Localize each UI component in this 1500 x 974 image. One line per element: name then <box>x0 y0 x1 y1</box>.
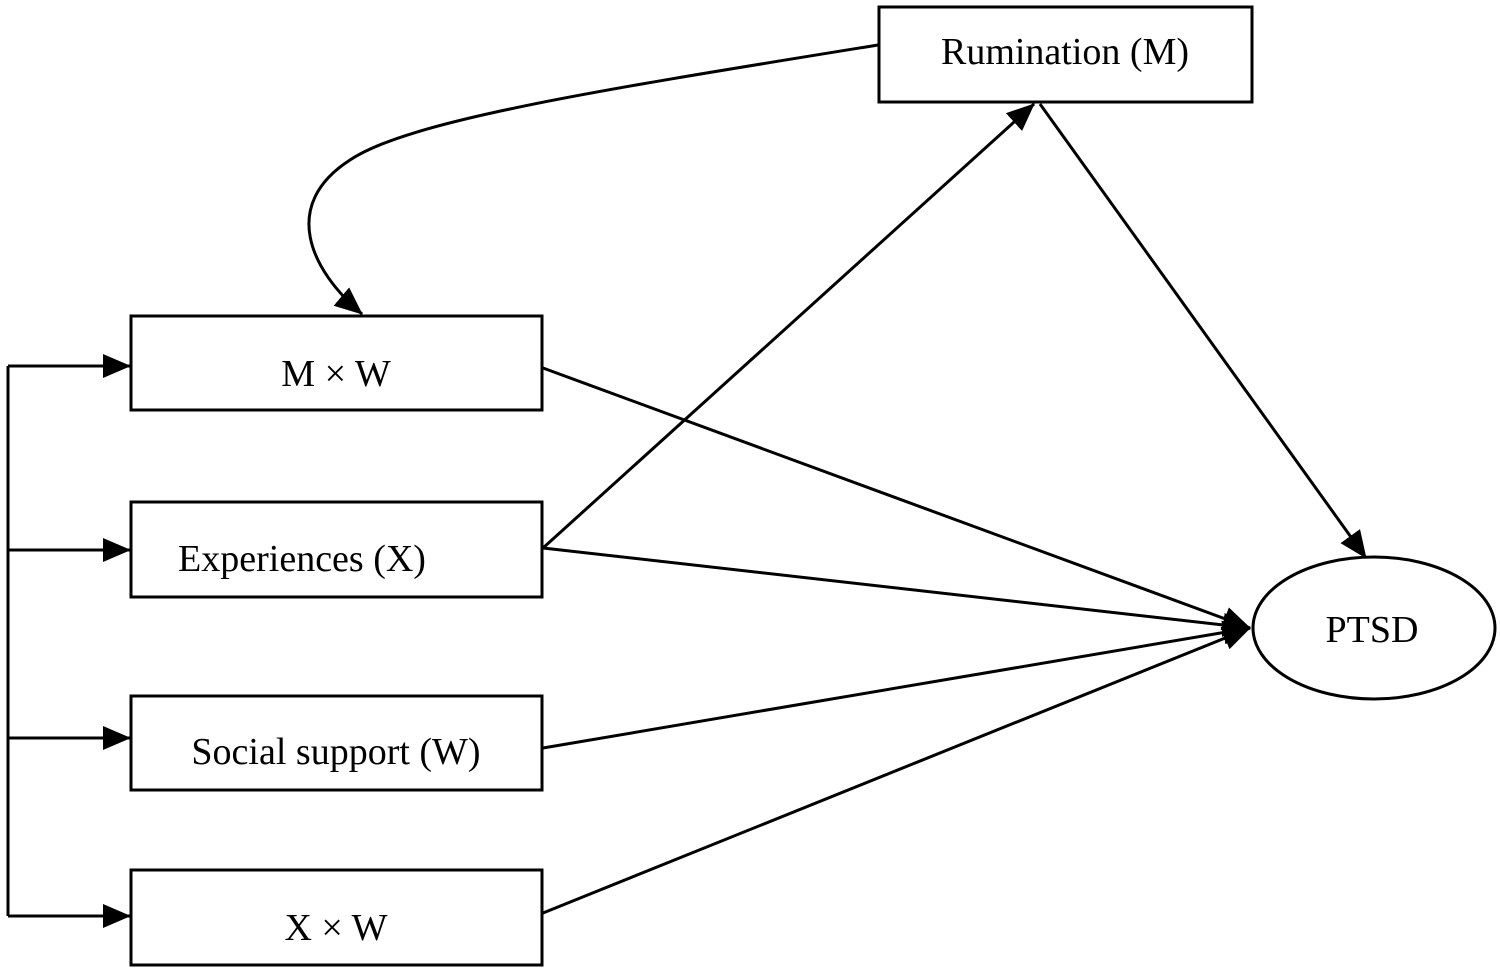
edge-xw-to-ptsd <box>542 626 1251 915</box>
edge-mw-to-ptsd <box>542 366 1251 630</box>
node-rumination: Rumination (M) <box>877 5 1254 104</box>
node-social-support: Social support (W) <box>129 694 544 792</box>
node-ptsd-label: PTSD <box>1326 609 1419 651</box>
edge-experiences-to-ptsd <box>542 546 1251 637</box>
node-experiences-label: Experiences (X) <box>178 538 426 580</box>
edge-experiences-to-rumination <box>541 102 1036 550</box>
node-experiences: Experiences (X) <box>129 500 544 599</box>
edge-rumination-mw-covariance <box>307 28 907 316</box>
node-rumination-label: Rumination (M) <box>941 31 1189 73</box>
edge-rumination-to-ptsd <box>1038 103 1368 559</box>
edge-social-support-to-ptsd <box>542 620 1251 750</box>
node-social-support-label: Social support (W) <box>191 731 480 773</box>
node-xw: X × W <box>129 868 544 967</box>
node-ptsd: PTSD <box>1251 555 1497 701</box>
node-mw: M × W <box>129 314 544 412</box>
node-mw-label: M × W <box>281 353 391 395</box>
node-xw-label: X × W <box>284 907 387 949</box>
